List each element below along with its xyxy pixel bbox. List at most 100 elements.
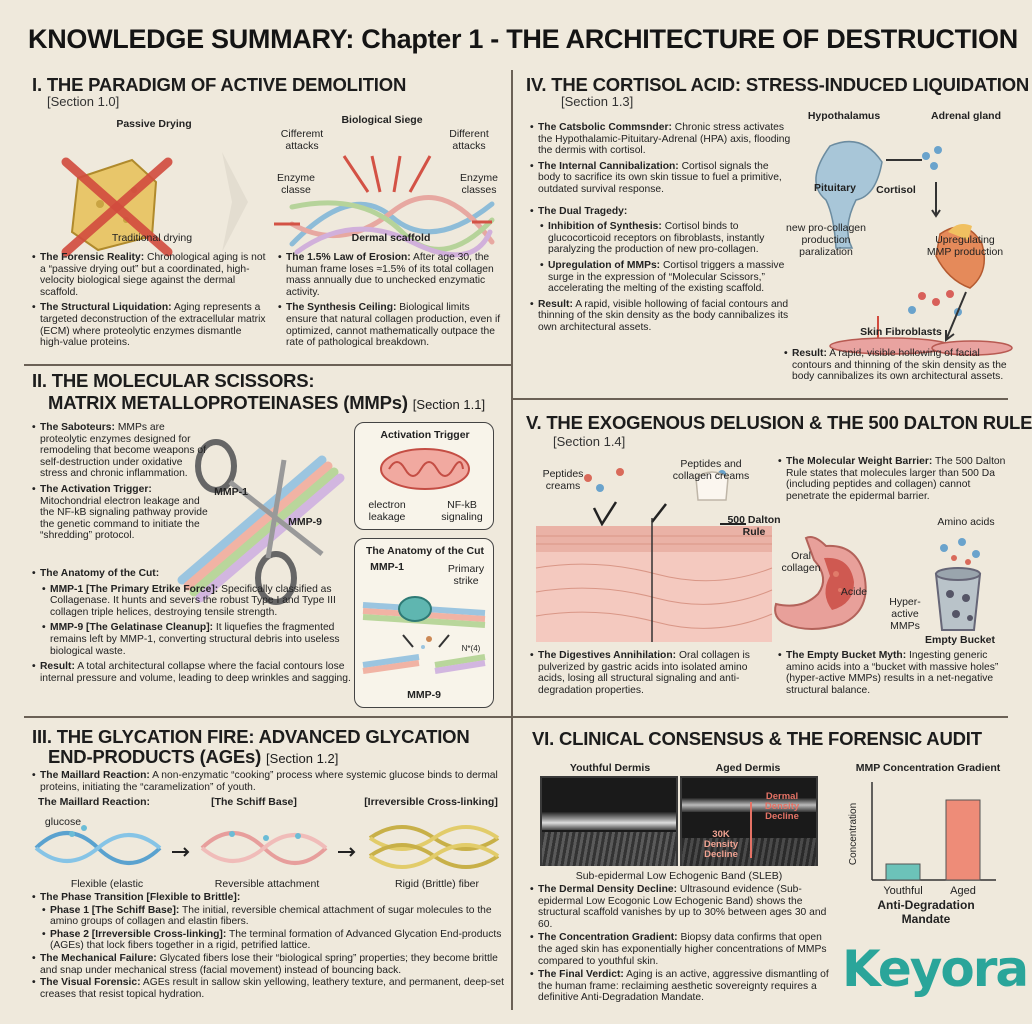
list-item: The Phase Transition [Flexible to Brittl… [32,892,508,904]
list-item: The Internal Cannibalization: Cortisol s… [530,161,792,196]
reversible-label: Reversible attachment [214,878,320,890]
list-item: Phase 1 [The Schiff Base]: The initial, … [42,905,508,928]
divider [24,364,512,366]
list-item: The Digestives Annihilation: Oral collag… [530,650,756,696]
traditional-drying-label: Traditional drying [111,232,193,244]
list-item: The 1.5% Law of Erosion: After age 30, t… [278,252,504,298]
list-item: The Maillard Reaction: A non-enzymatic “… [32,770,502,793]
cortisol-label: Cortisol [876,184,916,196]
section-2-bullets-bottom: The Anatomy of the Cut: MMP-1 [The Prima… [32,568,352,688]
activation-trigger-box: Activation Trigger electron leakage NF-k… [354,422,494,530]
mmp9-label: MMP-9 [288,516,322,528]
list-item: The Visual Forensic: AGEs result in sall… [32,977,508,1000]
dermal-density-decline-label: Dermal Density Decline [764,791,800,822]
section-5-number: [Section 1.4] [553,434,626,449]
section-1: I. THE PARADIGM OF ACTIVE DEMOLITION [Se… [22,68,510,362]
skin-barrier-illustration [535,468,773,642]
list-item: The Empty Bucket Myth: Ingesting generic… [778,650,1010,696]
rigid-label: Rigid (Brittle) fiber [394,878,480,890]
procollagen-paralization-label: new pro-collagen production paralization [786,222,866,258]
section-6-bullets: The Dermal Density Decline: Ultrasound e… [530,884,830,1006]
list-item: The Final Verdict: Aging is an active, a… [530,969,830,1004]
anatomy-mmp1-label: MMP-1 [370,561,404,573]
section-2: II. THE MOLECULAR SCISSORS: MATRIX METAL… [22,368,510,714]
maillard-figure-label: The Maillard Reaction: [38,796,151,808]
section-6: VI. CLINICAL CONSENSUS & THE FORENSIC AU… [516,722,1016,1020]
n4-label: N*(4) [461,644,481,653]
enzyme-classes-label: Enzyme classes [460,172,498,196]
section-4: IV. THE CORTISOL ACID: STRESS-INDUCED LI… [516,68,1029,396]
amino-acids-label: Amino acids [937,516,995,528]
section-5-bullet-digestive: The Digestives Annihilation: Oral collag… [530,650,756,700]
anti-degradation-mandate: Anti-Degradation Mandate [877,898,975,926]
section-2-subtitle: MATRIX METALLOPROTEINASES (MMPs) [Sectio… [48,392,486,413]
section-5-bullet-barrier: The Molecular Weight Barrier: The 500 Da… [778,456,1010,506]
divider [512,398,1008,400]
empty-bucket-label: Empty Bucket [924,634,996,646]
section-4-title: IV. THE CORTISOL ACID: STRESS-INDUCED LI… [526,74,1030,95]
list-item: The Structural Liquidation: Aging repres… [32,302,266,348]
section-3-subtitle: END-PRODUCTS (AGEs) [Section 1.2] [48,746,339,767]
list-item: The Concentration Gradient: Biopsy data … [530,932,830,967]
list-item: The Activation Trigger: Mitochondrial el… [32,484,208,542]
enzyme-class-label: Enzyme classe [277,172,315,196]
activation-trigger-title: Activation Trigger [380,429,470,441]
anatomy-of-cut-box: The Anatomy of the Cut MMP-1 Primary str… [354,538,494,708]
list-item: The Synthesis Ceiling: Biological limits… [278,302,504,348]
electron-leakage-label: electron leakage [368,499,406,523]
digestion-bucket-illustration [774,536,982,631]
oral-collagen-label: Oral collagen [781,550,821,574]
chart-title: MMP Concentration Gradient [855,762,1001,774]
500-dalton-label: 500 Dalton Rule [727,514,781,538]
list-item: Inhibition of Synthesis: Cortisol binds … [540,221,792,256]
aged-dermis-label: Aged Dermis [715,762,781,774]
section-6-title: VI. CLINICAL CONSENSUS & THE FORENSIC AU… [532,728,982,749]
upregulating-mmp-label: Upregulating MMP production [926,234,1004,258]
glycation-fibers-diagram [34,825,500,869]
section-1-number: [Section 1.0] [47,94,120,109]
youthful-dermis-label: Youthful Dermis [569,762,651,774]
section-3-bullets: The Phase Transition [Flexible to Brittl… [32,892,508,1001]
bar-aged [945,799,981,881]
density-decline-30-label: 30K Density Decline [703,829,739,860]
passive-vs-siege-illustration [61,152,495,258]
section-3-bullet-intro: The Maillard Reaction: A non-enzymatic “… [32,770,502,797]
skin-fibroblasts-label: Skin Fibroblasts [860,326,942,338]
section-1-bullets-right: The 1.5% Law of Erosion: After age 30, t… [278,252,504,353]
page-title: KNOWLEDGE SUMMARY: Chapter 1 - THE ARCHI… [28,24,1018,54]
mmp-concentration-chart: Concentration Youthful Aged [848,782,996,897]
acids-label: Acide [840,586,868,598]
glucose-label: glucose [44,816,82,828]
section-2-title: II. THE MOLECULAR SCISSORS: [32,370,315,391]
irreversible-label: [Irreversible Cross-linking] [364,796,498,808]
pituitary-label: Pituitary [813,182,856,194]
anatomy-mmp9-label: MMP-9 [407,689,441,701]
collagen-cut-diagram [362,596,486,674]
schiff-base-label: [The Schiff Base] [211,796,297,808]
section-2-bullets-top: The Saboteurs: MMPs are proteolytic enzy… [32,422,208,546]
list-item: Result: A rapid, visible hollowing of fa… [784,348,1010,383]
list-item: The Forensic Reality: Chronological agin… [32,252,266,298]
list-item: Result: A rapid, visible hollowing of fa… [530,299,792,334]
section-1-bullets-left: The Forensic Reality: Chronological agin… [32,252,266,353]
section-1-title: I. THE PARADIGM OF ACTIVE DEMOLITION [32,74,407,95]
chart-ylabel: Concentration [848,803,859,865]
dermal-scaffold-label: Dermal scaffold [351,232,431,244]
nfkb-signaling-label: NF-kB signaling [441,499,483,523]
sleb-caption: Sub-epidermal Low Echogenic Band (SLEB) [575,870,783,882]
aged-ultrasound [680,776,818,866]
passive-drying-label: Passive Drying [116,118,192,130]
tick-label-youthful: Youthful [883,885,922,897]
list-item: The Mechanical Failure: Glycated fibers … [32,953,508,976]
bar-youthful [885,863,921,881]
mmp1-label: MMP-1 [214,486,248,498]
peptides-collagen-label: Peptides and collagen creams [672,458,750,482]
divider [24,716,512,718]
list-item: The Molecular Weight Barrier: The 500 Da… [778,456,1010,502]
list-item: Phase 2 [Irreversible Cross-linking]: Th… [42,929,508,952]
keyora-logo: Keyora [842,940,1029,998]
section-4-bullets: The Catsbolic Commsnder: Chronic stress … [530,122,792,338]
tick-label-aged: Aged [950,885,976,897]
biological-siege-label: Biological Siege [341,114,423,126]
youthful-ultrasound [540,776,678,866]
